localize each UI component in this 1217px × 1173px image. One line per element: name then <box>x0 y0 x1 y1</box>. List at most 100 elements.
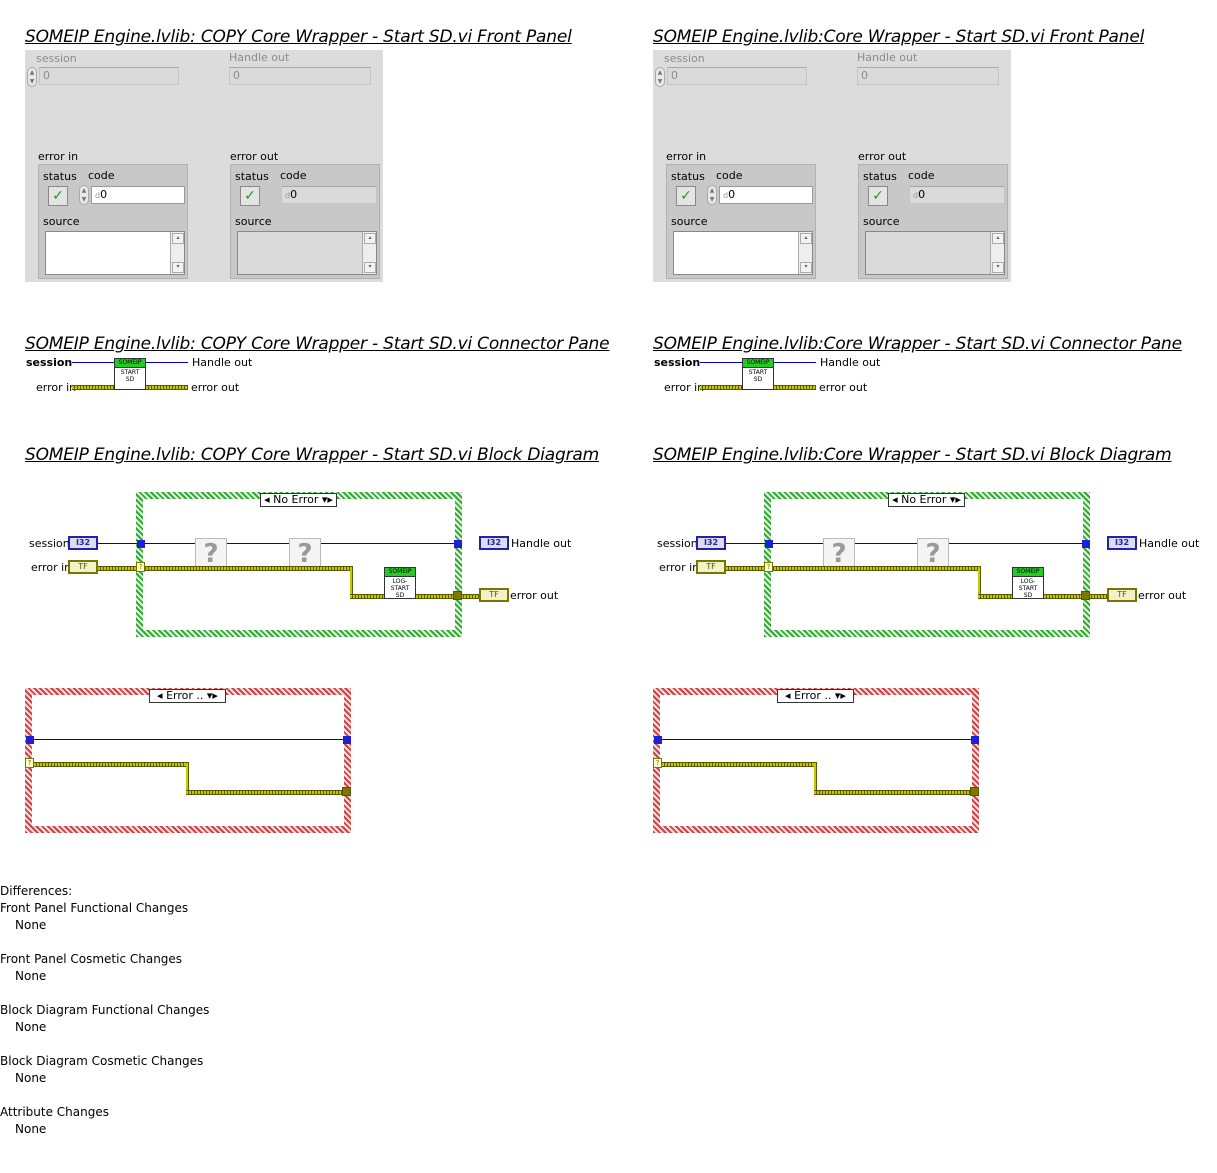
case-structure-error[interactable] <box>25 688 351 833</box>
error-out-terminal[interactable]: TF <box>479 588 509 602</box>
error-in-label: error in <box>38 150 79 163</box>
source-scrollbar[interactable]: ▴ ▾ <box>990 232 1004 274</box>
cp-session-label: session <box>26 356 73 369</box>
source-scrollbar[interactable]: ▴ ▾ <box>170 232 184 274</box>
diff-item: Block Diagram Cosmetic Changes None <box>0 1054 300 1105</box>
input-tunnel <box>26 736 34 744</box>
differences-section: Differences: Front Panel Functional Chan… <box>0 884 300 1145</box>
block-diagram-title: SOMEIP Engine.lvlib:Core Wrapper - Start… <box>653 445 1172 465</box>
case-selector[interactable]: ◂ Error .. ▾▸ <box>777 689 854 703</box>
case-selector[interactable]: ◂ No Error ▾▸ <box>888 493 965 507</box>
source-scrollbar[interactable]: ▴ ▾ <box>362 232 376 274</box>
source-text[interactable]: ▴ ▾ <box>45 231 185 275</box>
code-spinner[interactable]: ▲▼ <box>79 185 89 205</box>
handle-out-i32-terminal[interactable]: I32 <box>479 536 509 550</box>
bd-session-label: session <box>29 537 70 550</box>
session-i32-terminal[interactable]: I32 <box>696 536 726 550</box>
error-out-label: error out <box>858 150 907 163</box>
input-tunnel <box>654 736 662 744</box>
session-numeric[interactable]: 0 <box>667 67 807 85</box>
cp-error-in-label: error in <box>36 381 77 394</box>
diff-item: Front Panel Functional Changes None <box>0 901 300 952</box>
error-out-tunnel <box>453 591 462 600</box>
source-label: source <box>235 215 272 228</box>
code-indicator: d0 <box>281 186 377 204</box>
diff-title: Block Diagram Cosmetic Changes <box>0 1054 204 1068</box>
cp-error-in-wire <box>72 385 114 390</box>
missing-subvi-icon[interactable]: ? <box>917 538 949 570</box>
session-wire <box>660 739 972 740</box>
error-in-cluster: status code ✓ ▲▼ d0 source ▴ ▾ <box>666 164 816 279</box>
diff-item: Attribute Changes None <box>0 1105 300 1145</box>
session-numeric[interactable]: 0 <box>39 67 179 85</box>
diff-title: Front Panel Functional Changes <box>0 901 189 915</box>
connector-pane-title: SOMEIP Engine.lvlib: COPY Core Wrapper -… <box>25 334 610 354</box>
output-tunnel <box>454 540 462 548</box>
error-in-label: error in <box>666 150 707 163</box>
source-scrollbar[interactable]: ▴ ▾ <box>798 232 812 274</box>
error-wire-vertical <box>978 566 981 596</box>
code-label: code <box>88 169 115 182</box>
cp-session-label: session <box>654 356 701 369</box>
scroll-down-icon[interactable]: ▾ <box>992 262 1004 273</box>
error-wire <box>814 790 972 795</box>
error-wire <box>98 566 352 571</box>
session-spinner[interactable]: ▲▼ <box>27 67 37 87</box>
error-in-tunnel: ? <box>136 562 145 572</box>
error-in-cluster: status code ✓ ▲▼ d0 source ▴ ▾ <box>38 164 188 279</box>
source-text[interactable]: ▴ ▾ <box>673 231 813 275</box>
status-checkmark-icon: ✓ <box>868 186 888 206</box>
source-label: source <box>863 215 900 228</box>
block-diagram-no-error: session I32 error in TF ◂ No Error ▾▸ ? … <box>25 490 585 640</box>
diff-value: None <box>15 1071 47 1085</box>
error-in-terminal[interactable]: TF <box>696 560 726 574</box>
error-out-terminal[interactable]: TF <box>1107 588 1137 602</box>
error-wire <box>978 594 1012 599</box>
error-wire-vertical <box>814 762 817 792</box>
handle-out-indicator: 0 <box>229 67 371 85</box>
error-in-terminal[interactable]: TF <box>68 560 98 574</box>
status-checkmark-icon: ✓ <box>240 186 260 206</box>
diff-value: None <box>15 969 47 983</box>
front-panel: session ▲▼ 0 Handle out 0 error in statu… <box>25 50 383 282</box>
diff-item: Block Diagram Functional Changes None <box>0 1003 300 1054</box>
output-tunnel <box>1082 540 1090 548</box>
session-wire <box>98 543 458 544</box>
scroll-up-icon[interactable]: ▴ <box>800 233 812 244</box>
case-structure-error[interactable] <box>653 688 979 833</box>
front-panel-title: SOMEIP Engine.lvlib:Core Wrapper - Start… <box>653 27 1145 47</box>
session-i32-terminal[interactable]: I32 <box>68 536 98 550</box>
scroll-down-icon[interactable]: ▾ <box>172 262 184 273</box>
session-spinner[interactable]: ▲▼ <box>655 67 665 87</box>
case-selector[interactable]: ◂ No Error ▾▸ <box>260 493 337 507</box>
status-checkmark-icon[interactable]: ✓ <box>48 186 68 206</box>
scroll-up-icon[interactable]: ▴ <box>364 233 376 244</box>
case-selector[interactable]: ◂ Error .. ▾▸ <box>149 689 226 703</box>
session-label: session <box>664 52 705 65</box>
cp-error-out-wire <box>146 385 188 390</box>
code-numeric[interactable]: d0 <box>719 186 813 204</box>
cp-error-in-wire <box>700 385 742 390</box>
error-in-tunnel: ? <box>25 758 34 768</box>
bd-handle-out-label: Handle out <box>511 537 572 550</box>
scroll-down-icon[interactable]: ▾ <box>800 262 812 273</box>
code-numeric[interactable]: d0 <box>91 186 185 204</box>
status-checkmark-icon[interactable]: ✓ <box>676 186 696 206</box>
missing-subvi-icon[interactable]: ? <box>289 538 321 570</box>
cp-error-out-label: error out <box>191 381 240 394</box>
session-wire <box>32 739 344 740</box>
scroll-down-icon[interactable]: ▾ <box>364 262 376 273</box>
code-label: code <box>908 169 935 182</box>
code-spinner[interactable]: ▲▼ <box>707 185 717 205</box>
error-wire <box>662 762 816 767</box>
error-out-tunnel <box>342 787 351 796</box>
scroll-up-icon[interactable]: ▴ <box>172 233 184 244</box>
handle-out-i32-terminal[interactable]: I32 <box>1107 536 1137 550</box>
scroll-up-icon[interactable]: ▴ <box>992 233 1004 244</box>
